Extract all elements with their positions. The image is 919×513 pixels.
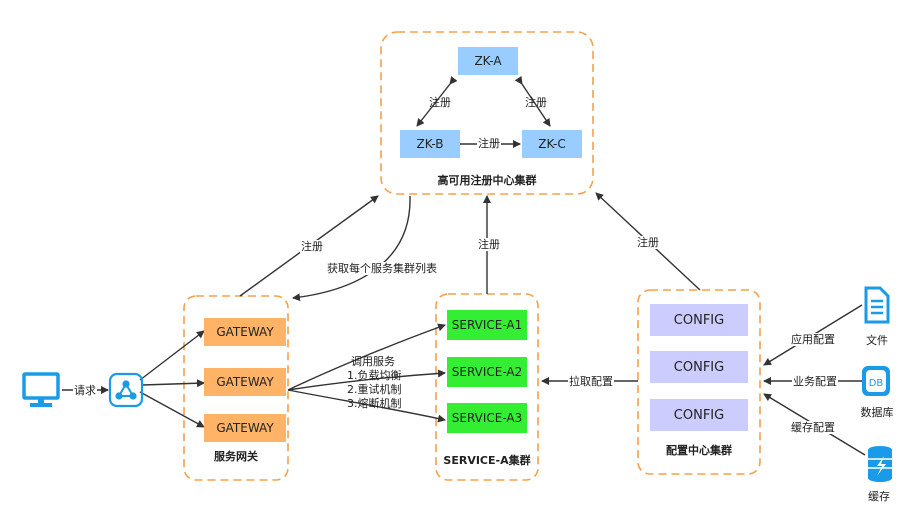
request-label: 请求 bbox=[73, 384, 97, 397]
invoke-label-title: 调用服务 bbox=[351, 355, 395, 368]
zk-a-c-label: 注册 bbox=[525, 96, 547, 109]
app-config-label: 应用配置 bbox=[790, 333, 836, 346]
zk-a-c-edge bbox=[514, 75, 551, 127]
registry-cluster-title: 高可用注册中心集群 bbox=[437, 174, 537, 187]
zk-a-node: ZK-A bbox=[458, 47, 518, 75]
zk-a-b-edge bbox=[416, 76, 458, 127]
file-label: 文件 bbox=[866, 334, 888, 347]
invoke-label-1: 1.负载均衡 bbox=[347, 369, 402, 382]
config-node-2: CONFIG bbox=[650, 351, 748, 383]
gateway-node-1: GATEWAY bbox=[204, 318, 286, 346]
invoke-a1-edge bbox=[287, 323, 446, 391]
file-document-icon bbox=[864, 286, 890, 324]
config-cluster-title: 配置中心集群 bbox=[666, 444, 732, 457]
service-a1-node: SERVICE-A1 bbox=[447, 310, 527, 340]
cache-storage-icon bbox=[868, 446, 892, 482]
cache-label: 缓存 bbox=[868, 490, 890, 503]
registry-cluster-frame bbox=[380, 31, 594, 195]
config-node-3: CONFIG bbox=[650, 399, 748, 431]
service-register-label: 注册 bbox=[477, 238, 501, 251]
config-register-label: 注册 bbox=[636, 236, 660, 249]
database-icon: DB bbox=[862, 366, 890, 396]
db-icon-text: DB bbox=[869, 378, 884, 389]
balancer-gateway-1-edge bbox=[139, 330, 205, 381]
config-cluster-frame bbox=[637, 289, 761, 475]
gateway-cluster-title: 服务网关 bbox=[214, 450, 258, 463]
monitor-icon bbox=[22, 372, 60, 407]
invoke-a2-edge bbox=[287, 369, 446, 391]
share-network-icon bbox=[108, 372, 144, 408]
gateway-cluster-frame bbox=[183, 295, 289, 481]
zk-b-node: ZK-B bbox=[400, 130, 460, 158]
zk-a-b-label: 注册 bbox=[429, 96, 451, 109]
service-a2-node: SERVICE-A2 bbox=[447, 357, 527, 387]
zk-b-c-label: 注册 bbox=[477, 137, 501, 150]
pull-config-label: 拉取配置 bbox=[568, 375, 614, 388]
service-cluster-title: SERVICE-A集群 bbox=[443, 454, 531, 467]
gateway-node-3: GATEWAY bbox=[204, 414, 286, 442]
db-label: 数据库 bbox=[860, 406, 894, 419]
zk-c-node: ZK-C bbox=[522, 130, 582, 158]
biz-config-label: 业务配置 bbox=[792, 375, 838, 388]
gateway-fetch-label: 获取每个服务集群列表 bbox=[326, 262, 438, 275]
balancer-gateway-2-edge bbox=[141, 379, 205, 388]
config-node-1: CONFIG bbox=[650, 304, 748, 336]
service-a3-node: SERVICE-A3 bbox=[447, 403, 527, 433]
balancer-gateway-3-edge bbox=[139, 391, 205, 428]
invoke-a3-edge bbox=[287, 389, 446, 423]
gateway-register-label: 注册 bbox=[300, 240, 324, 253]
cache-config-label: 缓存配置 bbox=[790, 421, 836, 434]
gateway-node-2: GATEWAY bbox=[204, 368, 286, 396]
invoke-label-3: 3.熔断机制 bbox=[347, 397, 402, 410]
invoke-label-2: 2.重试机制 bbox=[347, 383, 402, 396]
